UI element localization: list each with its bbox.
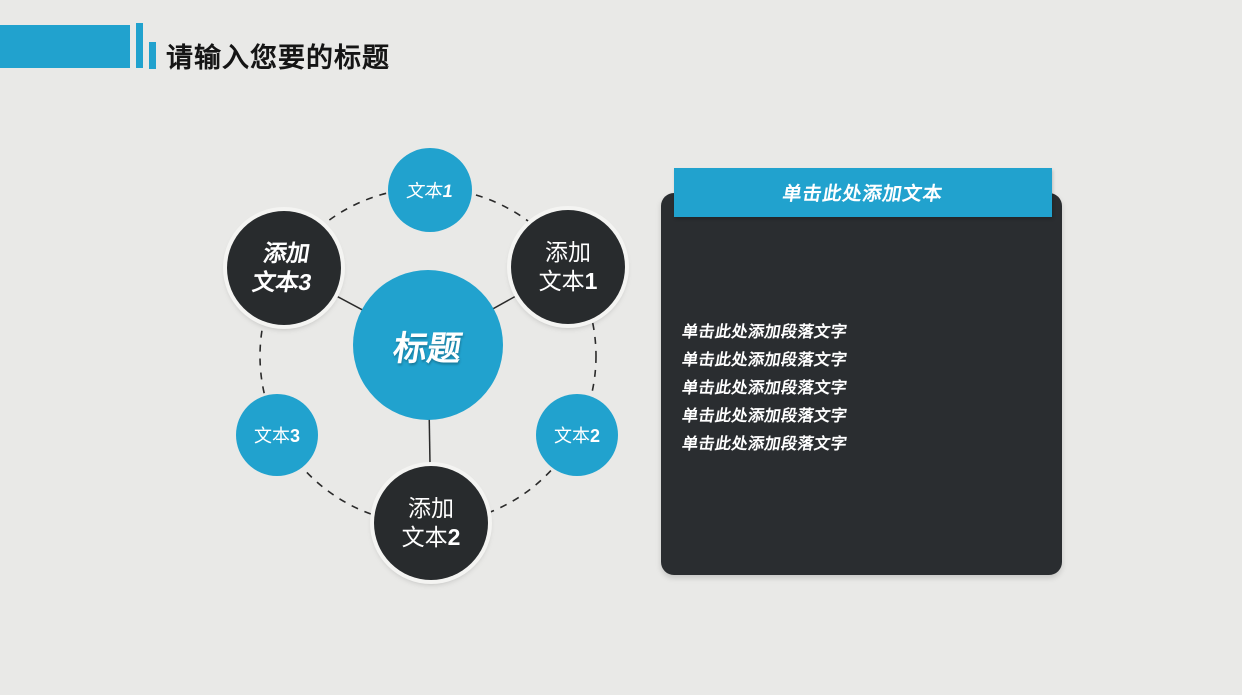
header-accent-bar-tall	[136, 23, 143, 68]
panel-header[interactable]: 单击此处添加文本	[674, 168, 1052, 217]
panel-paragraph[interactable]: 单击此处添加段落文字	[680, 324, 849, 341]
node-text2[interactable]: 文本2	[536, 394, 618, 476]
header-accent-bar-short	[149, 42, 156, 69]
panel-header-label: 单击此处添加文本	[781, 184, 945, 205]
node-add-text3[interactable]: 添加 文本3	[227, 211, 341, 325]
node-add-text3-label: 添加 文本3	[250, 240, 314, 295]
panel-paragraph-list[interactable]: 单击此处添加段落文字 单击此处添加段落文字 单击此处添加段落文字 单击此处添加段…	[680, 319, 1042, 459]
node-text1-label: 文本1	[405, 181, 455, 201]
node-add-text1[interactable]: 添加 文本1	[511, 210, 625, 324]
node-text1[interactable]: 文本1	[388, 148, 472, 232]
panel-paragraph[interactable]: 单击此处添加段落文字	[680, 436, 849, 453]
node-center-label: 标题	[390, 329, 465, 368]
panel-paragraph[interactable]: 单击此处添加段落文字	[680, 408, 849, 425]
panel-paragraph[interactable]: 单击此处添加段落文字	[680, 352, 849, 369]
node-add-text2-label: 添加 文本2	[401, 495, 461, 550]
slide-title[interactable]: 请输入您要的标题	[166, 43, 390, 73]
node-add-text2[interactable]: 添加 文本2	[374, 466, 488, 580]
panel-paragraph[interactable]: 单击此处添加段落文字	[680, 380, 849, 397]
node-text3-label: 文本3	[253, 426, 300, 446]
header-accent-block	[0, 25, 130, 68]
node-center-title[interactable]: 标题	[353, 270, 503, 420]
dashed-orbit-circle	[259, 187, 597, 525]
content-panel[interactable]	[661, 193, 1062, 575]
node-text3[interactable]: 文本3	[236, 394, 318, 476]
node-text2-label: 文本2	[553, 426, 600, 446]
node-add-text1-label: 添加 文本1	[538, 239, 598, 294]
